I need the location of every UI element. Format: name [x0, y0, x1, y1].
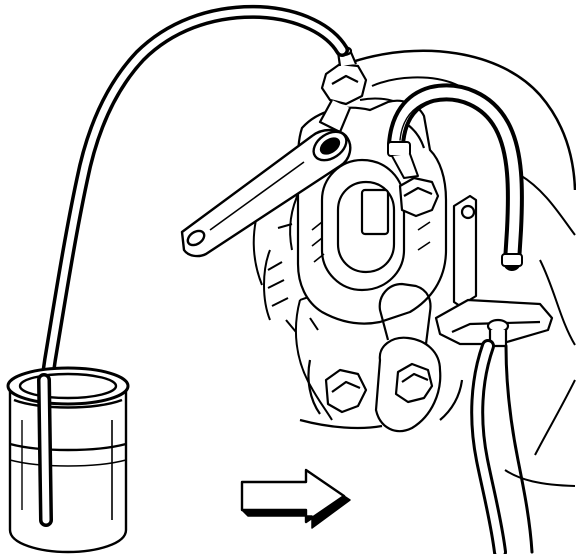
- hose-bracket: [434, 194, 554, 348]
- catch-jar: [6, 366, 130, 554]
- bleed-hose-in-jar: [37, 373, 53, 527]
- brake-fluid: [9, 442, 127, 452]
- arrow-right-icon: [240, 468, 351, 529]
- steering-knuckle-lower: [299, 359, 464, 430]
- brake-line: [470, 339, 534, 554]
- caliper-mounting-bolt: [324, 176, 442, 433]
- bleeder-valve: [318, 45, 368, 134]
- box-end-wrench: [180, 128, 352, 258]
- flex-hose: [387, 83, 524, 271]
